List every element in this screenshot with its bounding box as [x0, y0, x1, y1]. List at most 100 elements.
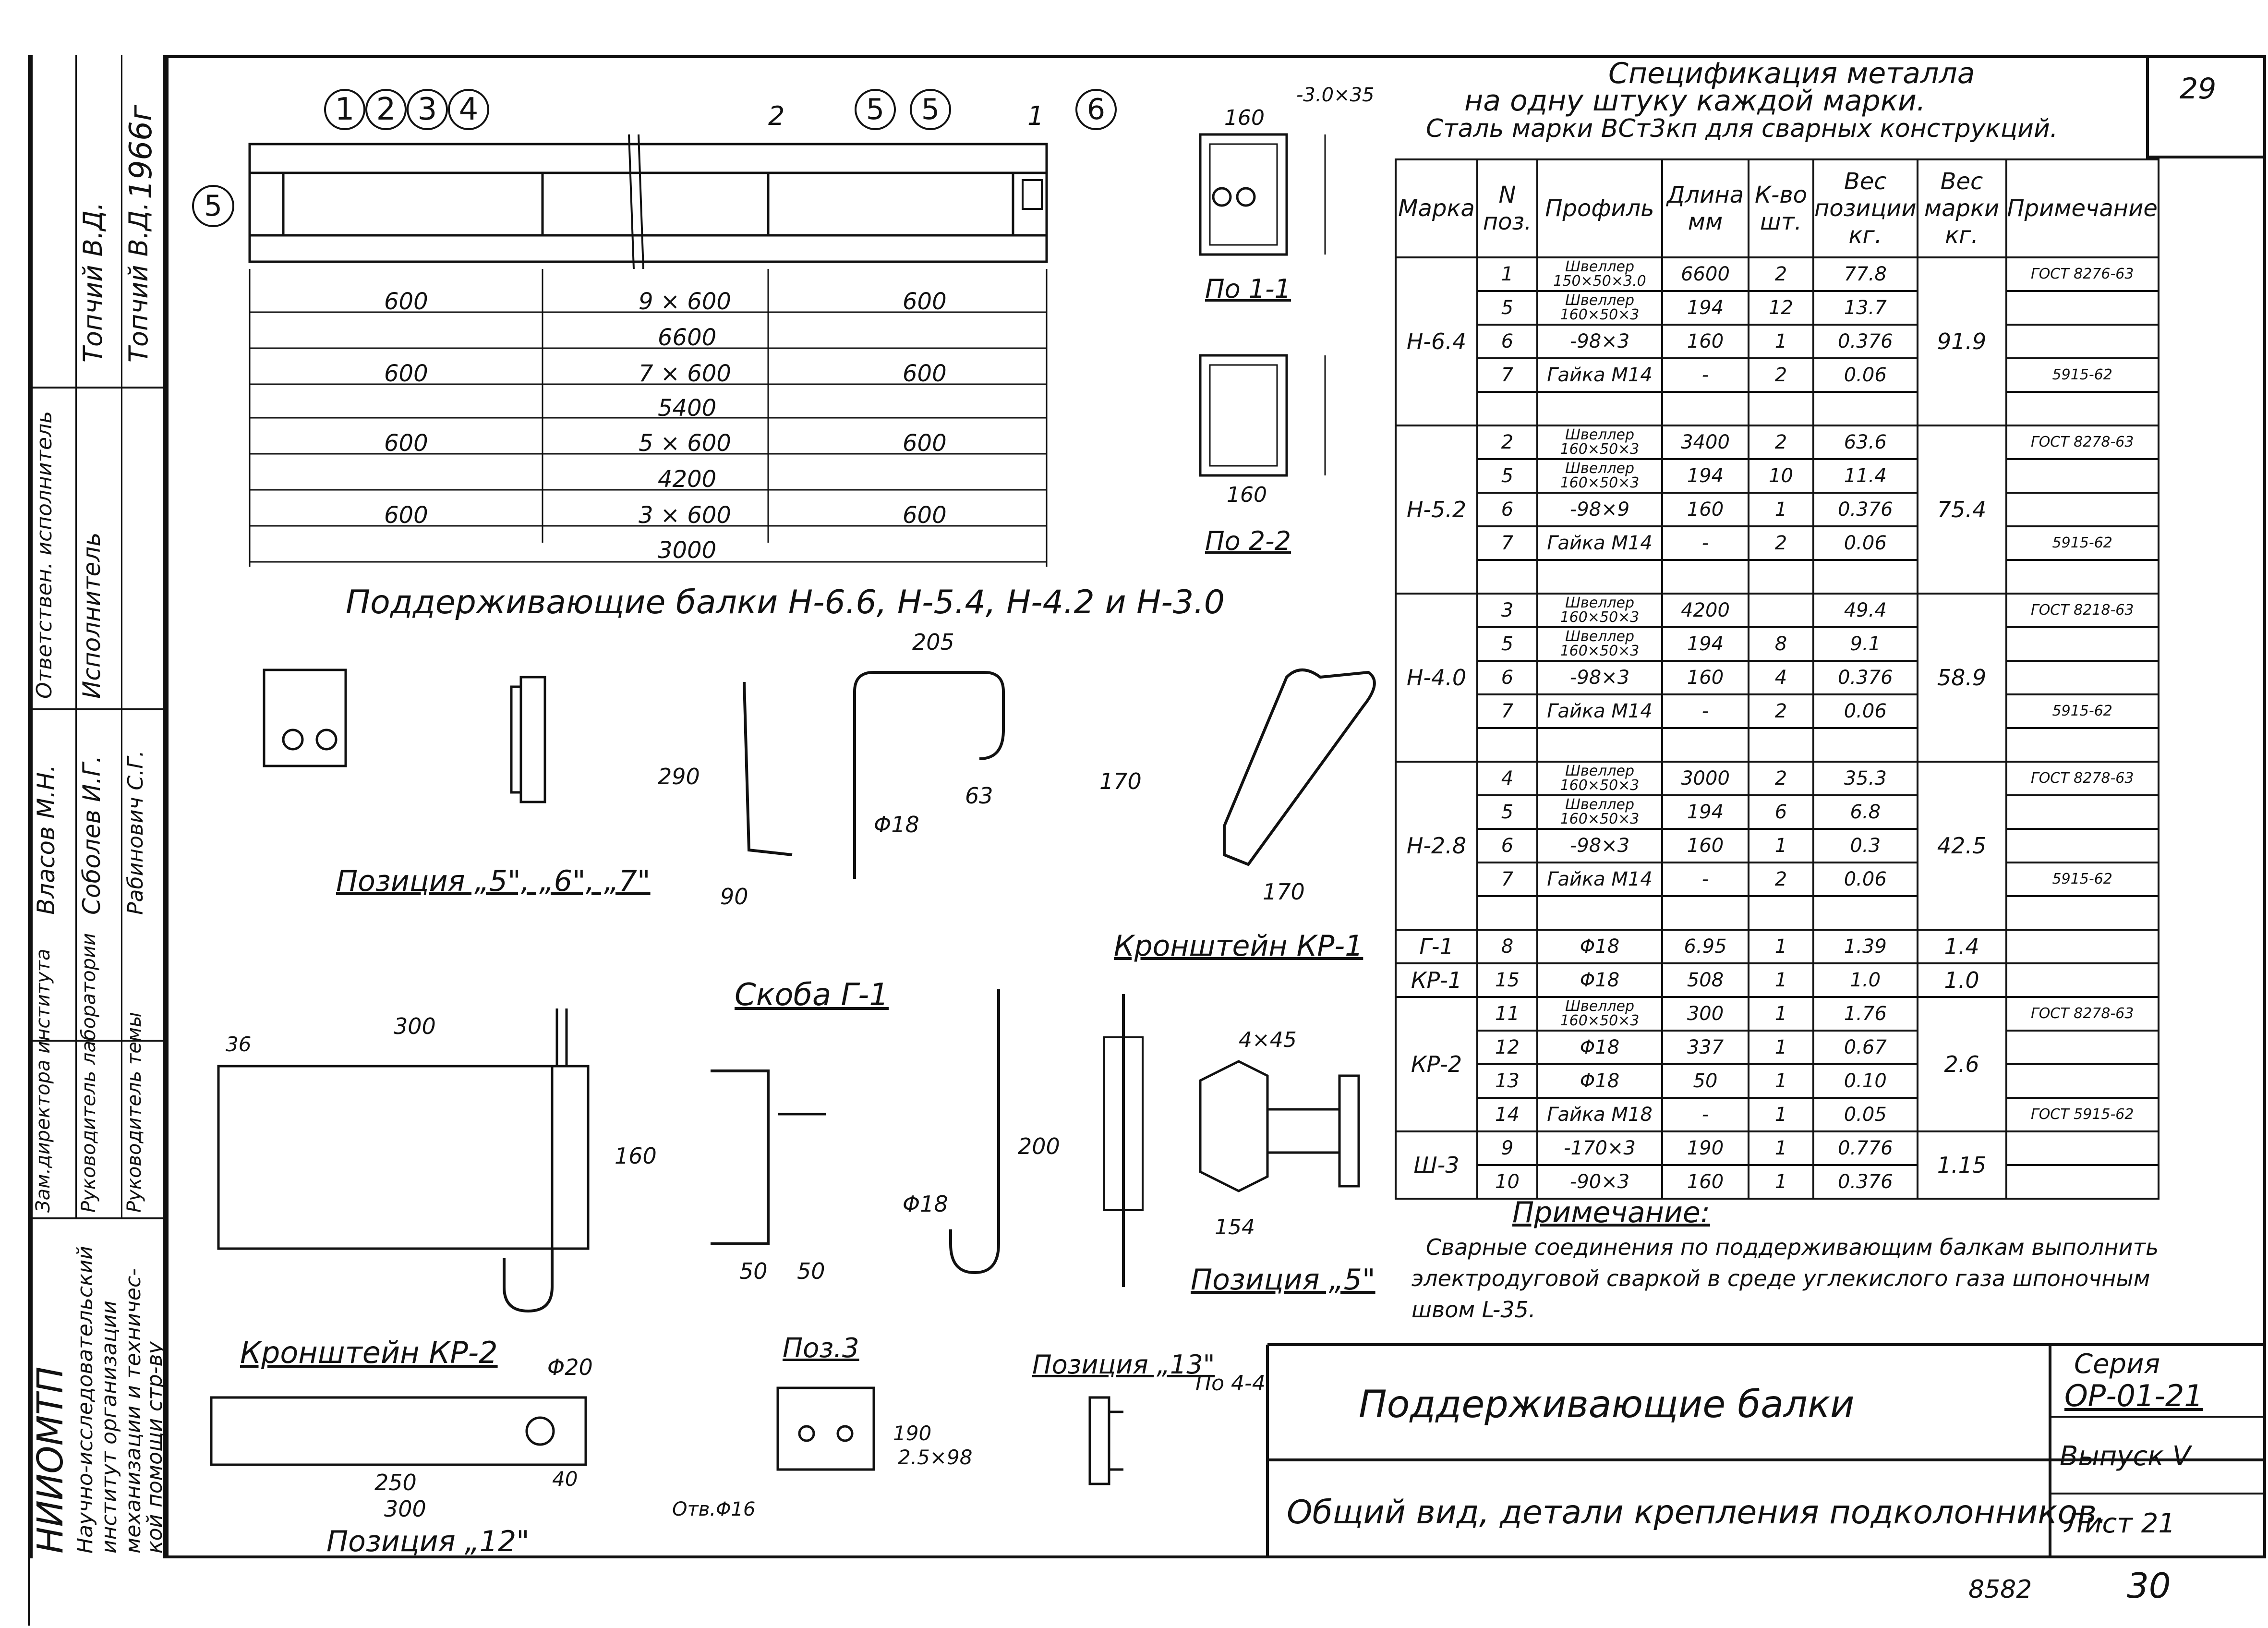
- spec-cell-profile: Φ18: [1536, 1030, 1663, 1065]
- spec-cell-w: 1.39: [1812, 929, 1918, 964]
- kr1-dim-d: Φ18: [903, 1191, 948, 1217]
- section-44-caption: По 4-4: [1195, 1371, 1266, 1396]
- hook-dim-a: 205: [912, 629, 954, 655]
- spec-h-wmark: Вес марки кг.: [1916, 158, 2007, 258]
- spec-cell-note: 5915-62: [2005, 693, 2159, 729]
- hook-dim-w: 90: [720, 884, 748, 910]
- pos12-dim-w: 250: [374, 1470, 417, 1495]
- spec-cell-w: 0.67: [1812, 1030, 1918, 1065]
- spec-cell-qty: 2: [1748, 693, 1814, 729]
- kr2-dim-h: 160: [615, 1143, 657, 1169]
- kr2-dim-w: 300: [394, 1013, 436, 1039]
- spec-cell-note: ГОСТ 8278-63: [2005, 761, 2159, 796]
- spec-cell-pos: 5: [1476, 626, 1538, 662]
- section-mark-1: 1: [1027, 101, 1044, 131]
- spec-cell-qty: 1: [1748, 929, 1814, 964]
- spec-cell-qty: 2: [1748, 256, 1814, 292]
- pos3-caption: Поз.3: [783, 1333, 859, 1364]
- spec-cell-profile: Φ18: [1536, 962, 1663, 998]
- spec-cell-pos: 7: [1476, 525, 1538, 561]
- spec-cell-pos: 5: [1476, 290, 1538, 326]
- dim-row4-left: 600: [384, 502, 428, 529]
- dim-row1-left: 600: [384, 288, 428, 315]
- spec-cell-pos: 5: [1476, 794, 1538, 830]
- spec-cell-len: [1661, 559, 1749, 595]
- spec-cell-len: 3400: [1661, 425, 1749, 460]
- spec-cell-len: 160: [1661, 828, 1749, 863]
- spec-cell-profile: Гайка М18: [1536, 1097, 1663, 1132]
- spec-cell-w: 0.376: [1812, 1164, 1918, 1200]
- pos12-dim-a: 40: [552, 1467, 578, 1491]
- spec-cell-profile: Гайка М14: [1536, 862, 1663, 897]
- spec-cell-w: 13.7: [1812, 290, 1918, 326]
- spec-cell-w: 0.06: [1812, 862, 1918, 897]
- spec-cell-w: [1812, 391, 1918, 426]
- bracket-g1-title: Скоба Г-1: [735, 977, 889, 1013]
- spec-cell-pos: [1476, 559, 1538, 595]
- spec-cell-qty: 1: [1748, 492, 1814, 527]
- spec-cell-len: [1661, 895, 1749, 931]
- spec-cell-pos: 12: [1476, 1030, 1538, 1065]
- spec-cell-note: [2005, 324, 2159, 359]
- spec-cell-pos: [1476, 895, 1538, 931]
- spec-cell-profile: Гайка М14: [1536, 357, 1663, 393]
- spec-cell-qty: 1: [1748, 1063, 1814, 1099]
- spec-cell-note: [2005, 1063, 2159, 1099]
- spec-table: Марка N поз. Профиль Длина мм К-во шт. В…: [1395, 158, 2159, 1200]
- spec-cell-w: 0.376: [1812, 660, 1918, 695]
- plate-pos567: [263, 668, 546, 803]
- spec-title-2: на одну штуку каждой марки.: [1464, 84, 1926, 118]
- spec-cell-pos: 6: [1476, 324, 1538, 359]
- spec-cell-w: 0.3: [1812, 828, 1918, 863]
- spec-cell-profile: -90×3: [1536, 1164, 1663, 1200]
- spec-cell-profile: [1536, 727, 1663, 763]
- tri-dim-h: 170: [1099, 768, 1142, 794]
- hook-dim-c: 63: [965, 783, 993, 809]
- spec-cell-len: 160: [1661, 324, 1749, 359]
- spec-cell-len: 194: [1661, 626, 1749, 662]
- spec-cell-w: 0.10: [1812, 1063, 1918, 1099]
- tri-dim-w: 170: [1263, 879, 1305, 905]
- spec-cell-profile: Швеллер 160×50×3: [1536, 794, 1663, 830]
- spec-cell-mark: Н-6.4: [1395, 256, 1478, 426]
- dim-row3-total: 4200: [658, 466, 717, 493]
- spec-cell-pos: 13: [1476, 1063, 1538, 1099]
- spec-cell-w: 0.06: [1812, 357, 1918, 393]
- spec-cell-qty: 1: [1748, 996, 1814, 1032]
- footer-inventory: 8582: [1968, 1575, 2032, 1604]
- section-mark-2: 2: [768, 101, 785, 131]
- spec-cell-pos: 3: [1476, 593, 1538, 628]
- spec-row: [1396, 559, 2159, 595]
- spec-cell-note: 5915-62: [2005, 357, 2159, 393]
- spec-h-wpos: Вес позиции кг.: [1812, 158, 1918, 258]
- spec-cell-pos: 1: [1476, 256, 1538, 292]
- pos5-nut: [1199, 1060, 1360, 1192]
- side-stamp: 1966г Топчий В.Д. Топчий В.Д. Ответствен…: [30, 55, 167, 1558]
- spec-cell-note: 5915-62: [2005, 862, 2159, 897]
- dim-row1-total: 6600: [658, 324, 717, 351]
- spec-cell-qty: 12: [1748, 290, 1814, 326]
- footer-page: 30: [2127, 1566, 2171, 1606]
- spec-cell-pos: 7: [1476, 862, 1538, 897]
- dim-row4-mid: 3 × 600: [639, 502, 731, 529]
- spec-cell-w: 35.3: [1812, 761, 1918, 796]
- spec-cell-qty: [1748, 895, 1814, 931]
- section-2-dim-w: 160: [1227, 483, 1267, 507]
- hook-dim-h: 290: [658, 764, 700, 790]
- spec-cell-note: ГОСТ 8218-63: [2005, 593, 2159, 628]
- spec-cell-w: [1812, 895, 1918, 931]
- spec-cell-profile: Швеллер 160×50×3: [1536, 996, 1663, 1032]
- spec-cell-qty: [1748, 727, 1814, 763]
- pos5-dim-a: 4×45: [1239, 1028, 1297, 1052]
- spec-cell-w: 11.4: [1812, 458, 1918, 494]
- spec-cell-len: 300: [1661, 996, 1749, 1032]
- spec-cell-qty: 1: [1748, 324, 1814, 359]
